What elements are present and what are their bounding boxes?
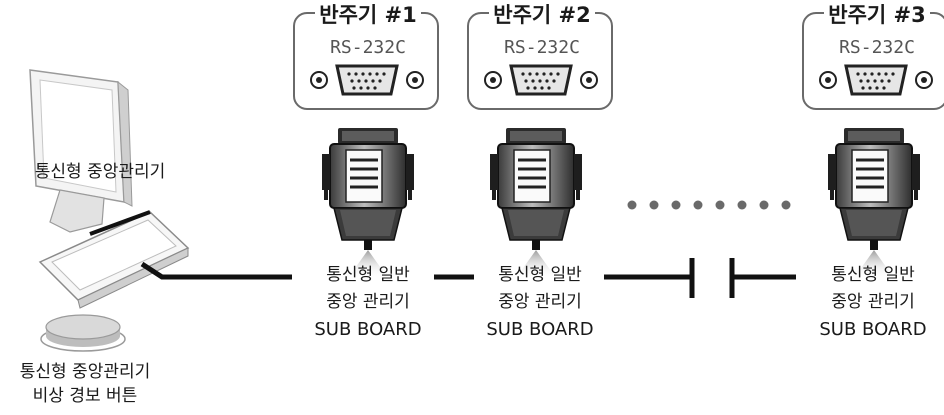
- repeater-port-label: RS-232C: [504, 37, 580, 58]
- sub-board-line2: 중앙 관리기: [326, 292, 410, 312]
- alarm-button-label: 통신형 중앙관리기 비상 경보 버튼: [0, 360, 170, 408]
- serial-plug-icon: [826, 126, 922, 280]
- repeater-3: 반주기 #3 RS-232C: [802, 0, 944, 112]
- computer-keyboard: [38, 210, 190, 309]
- repeater-title: 반주기 #3: [824, 3, 930, 27]
- sub-board-3: 통신형 일반 중앙 관리기 SUB BOARD: [796, 262, 944, 343]
- alarm-button-label-line2: 비상 경보 버튼: [32, 386, 138, 406]
- sub-board-line1: 통신형 일반: [326, 265, 410, 285]
- repeater-2: 반주기 #2 RS-232C: [467, 0, 617, 112]
- sub-board-line1: 통신형 일반: [831, 265, 915, 285]
- repeater-title: 반주기 #1: [315, 3, 421, 27]
- rs232-port-icon: [818, 64, 934, 96]
- sub-board-line3: SUB BOARD: [486, 319, 594, 340]
- central-unit-label: 통신형 중앙관리기: [34, 162, 166, 182]
- sub-board-line3: SUB BOARD: [819, 319, 927, 340]
- emergency-button-icon: [40, 314, 126, 352]
- repeater-port-label: RS-232C: [330, 37, 406, 58]
- serial-plug-icon: [488, 126, 584, 280]
- rs232-port-icon: [483, 64, 599, 96]
- sub-board-1: 통신형 일반 중앙 관리기 SUB BOARD: [291, 262, 445, 343]
- repeater-title: 반주기 #2: [489, 3, 595, 27]
- sub-board-line1: 통신형 일반: [498, 265, 582, 285]
- sub-board-line3: SUB BOARD: [314, 319, 422, 340]
- alarm-button-label-line1: 통신형 중앙관리기: [19, 362, 151, 382]
- sub-board-line2: 중앙 관리기: [498, 292, 582, 312]
- continuation-dots: [627, 200, 791, 210]
- repeater-1: 반주기 #1 RS-232C: [293, 0, 443, 112]
- serial-plug-icon: [320, 126, 416, 280]
- sub-board-2: 통신형 일반 중앙 관리기 SUB BOARD: [463, 262, 617, 343]
- sub-board-line2: 중앙 관리기: [831, 292, 915, 312]
- computer-monitor: [29, 69, 133, 233]
- cable-lines: [140, 258, 796, 298]
- rs232-port-icon: [309, 64, 425, 96]
- repeater-port-label: RS-232C: [839, 37, 915, 58]
